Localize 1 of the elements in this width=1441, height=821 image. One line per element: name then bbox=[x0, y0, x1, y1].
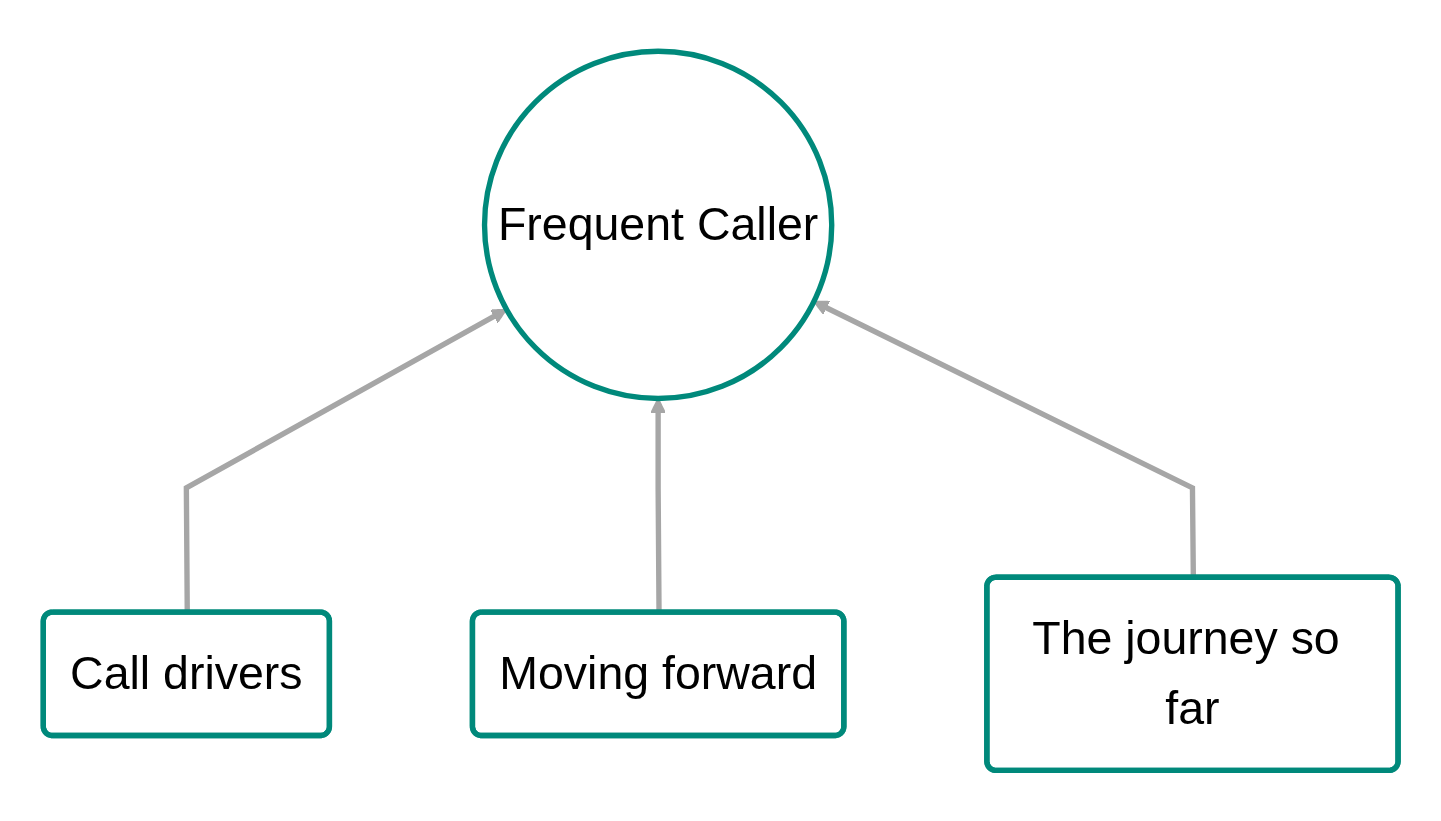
node-circle: Frequent Caller bbox=[481, 48, 835, 401]
